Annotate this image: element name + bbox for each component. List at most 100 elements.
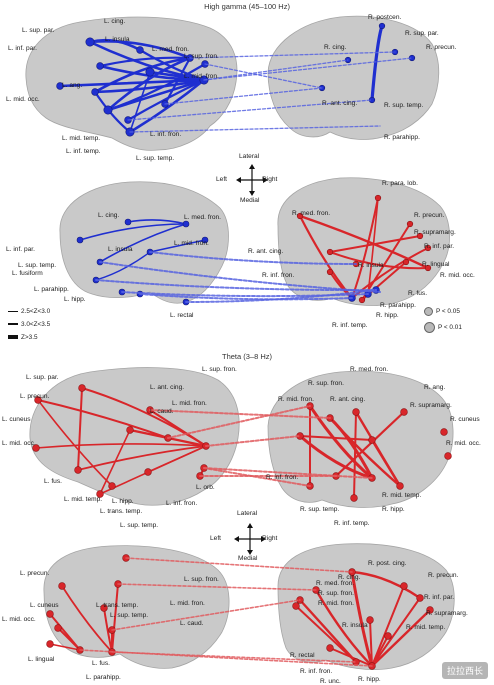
region-label: R. supramarg.	[426, 610, 468, 617]
gamma-dashed-connection	[185, 289, 377, 303]
region-label: L. lingual	[28, 656, 55, 663]
region-label: L. cuneus	[30, 602, 59, 609]
region-label: L. fus.	[92, 660, 110, 667]
region-label: L. ang.	[62, 82, 83, 89]
medial-node	[326, 248, 334, 256]
region-label: L. mid. occ.	[2, 616, 36, 623]
region-label: R. precun.	[426, 44, 457, 51]
theta-connection	[371, 597, 421, 667]
medial-node	[358, 296, 366, 304]
region-label: R. cing.	[338, 574, 361, 581]
gamma-dashed-connection	[127, 99, 373, 121]
region-label: L. trans. temp.	[96, 602, 139, 609]
gamma-node	[201, 236, 209, 244]
region-label: L. caud.	[180, 620, 204, 627]
medial-node	[374, 194, 382, 202]
theta-connection	[334, 410, 406, 478]
region-label: L. parahipp.	[86, 674, 121, 681]
theta-node	[400, 582, 408, 590]
theta-node	[352, 408, 360, 416]
gamma-connection	[88, 40, 192, 60]
theta-connection	[37, 399, 169, 439]
gamma-node	[378, 22, 386, 30]
compass-right: Right	[262, 176, 278, 183]
region-label: L. caud.	[150, 408, 174, 415]
region-label: L. ant. cing.	[150, 384, 185, 391]
theta-dashed-connection	[205, 435, 301, 447]
region-label: L. sup. fron.	[202, 366, 237, 373]
region-label: R. postcen.	[368, 14, 402, 21]
region-label: R. med. fron.	[292, 210, 331, 217]
region-label: R. hipp.	[382, 506, 405, 513]
theta-node	[384, 632, 392, 640]
theta-node	[144, 468, 152, 476]
gamma-connection	[99, 223, 187, 263]
region-label: R. med. fron.	[350, 366, 389, 373]
region-label: L. mid. occ.	[2, 440, 36, 447]
region-label: R. supramarg.	[410, 402, 452, 409]
region-label: R. cing.	[324, 44, 347, 51]
gamma-connection	[149, 239, 206, 253]
theta-dashed-connection	[79, 649, 373, 667]
region-label: L. sup. fron.	[184, 53, 219, 60]
region-label: L. mid. fron.	[184, 73, 219, 80]
region-label: R. hipp.	[358, 676, 381, 683]
theta-dashed-connection	[111, 599, 301, 631]
region-label: R. insula	[358, 262, 384, 269]
theta-node	[108, 482, 116, 490]
region-label: R. sup. fron.	[308, 380, 344, 387]
gamma-connection	[98, 56, 192, 68]
theta-connection	[148, 408, 208, 448]
region-label: L. inf. par.	[8, 45, 37, 52]
region-label: R. hipp.	[376, 312, 399, 319]
theta-node	[350, 494, 358, 502]
theta-node	[46, 610, 54, 618]
theta-connection	[61, 585, 113, 653]
region-label: L. cuneus	[2, 416, 31, 423]
region-label: R. ang.	[424, 384, 446, 391]
region-label: L. hipp.	[112, 498, 134, 505]
region-label: R. inf. temp.	[332, 322, 368, 329]
legend-z1: 2.5<Z<3.0	[8, 308, 50, 315]
region-label: R. para. lob.	[382, 180, 418, 187]
theta-connection	[369, 619, 373, 667]
region-label: L. sup. temp.	[110, 612, 149, 619]
region-label: R. parahipp.	[380, 302, 416, 309]
compass-left-theta: Left	[210, 535, 221, 542]
theta-node	[396, 482, 404, 490]
gamma-connection	[106, 62, 207, 112]
gamma-node	[56, 82, 64, 90]
region-label: R. supramarg.	[414, 229, 456, 236]
medial-node	[402, 258, 410, 266]
gamma-node	[85, 37, 95, 47]
theta-node	[426, 606, 434, 614]
gamma-dashed-connection	[139, 293, 353, 301]
region-label: R. inf. par.	[424, 243, 455, 250]
theta-node	[46, 640, 54, 648]
theta-node	[444, 452, 452, 460]
theta-connection	[350, 570, 422, 600]
theta-node	[100, 604, 108, 612]
gamma-connection	[79, 223, 187, 241]
theta-connection	[299, 435, 373, 441]
theta-node	[58, 582, 66, 590]
region-label: R. post. cing.	[368, 560, 407, 567]
region-label: L. mid. fron.	[170, 600, 205, 607]
gamma-dashed-connection	[149, 251, 357, 265]
region-label: R. sup. fron.	[318, 590, 354, 597]
theta-node	[440, 428, 448, 436]
theta-panel-title: Theta (3–8 Hz)	[221, 352, 273, 361]
region-label: L. mid. temp.	[64, 496, 103, 503]
compass-right-theta: Right	[262, 535, 278, 542]
medial-node	[296, 212, 304, 220]
theta-connection	[328, 416, 402, 488]
region-label: L. med. fron.	[184, 214, 222, 221]
brain-gamma-right-lateral	[267, 15, 440, 140]
theta-style-connection	[329, 251, 429, 270]
region-label: L. orb.	[196, 484, 215, 491]
gamma-node	[91, 88, 99, 96]
region-label: R. ant. cing.	[330, 396, 366, 403]
gamma-connection	[163, 56, 192, 106]
brain-theta-left-medial	[43, 545, 230, 669]
